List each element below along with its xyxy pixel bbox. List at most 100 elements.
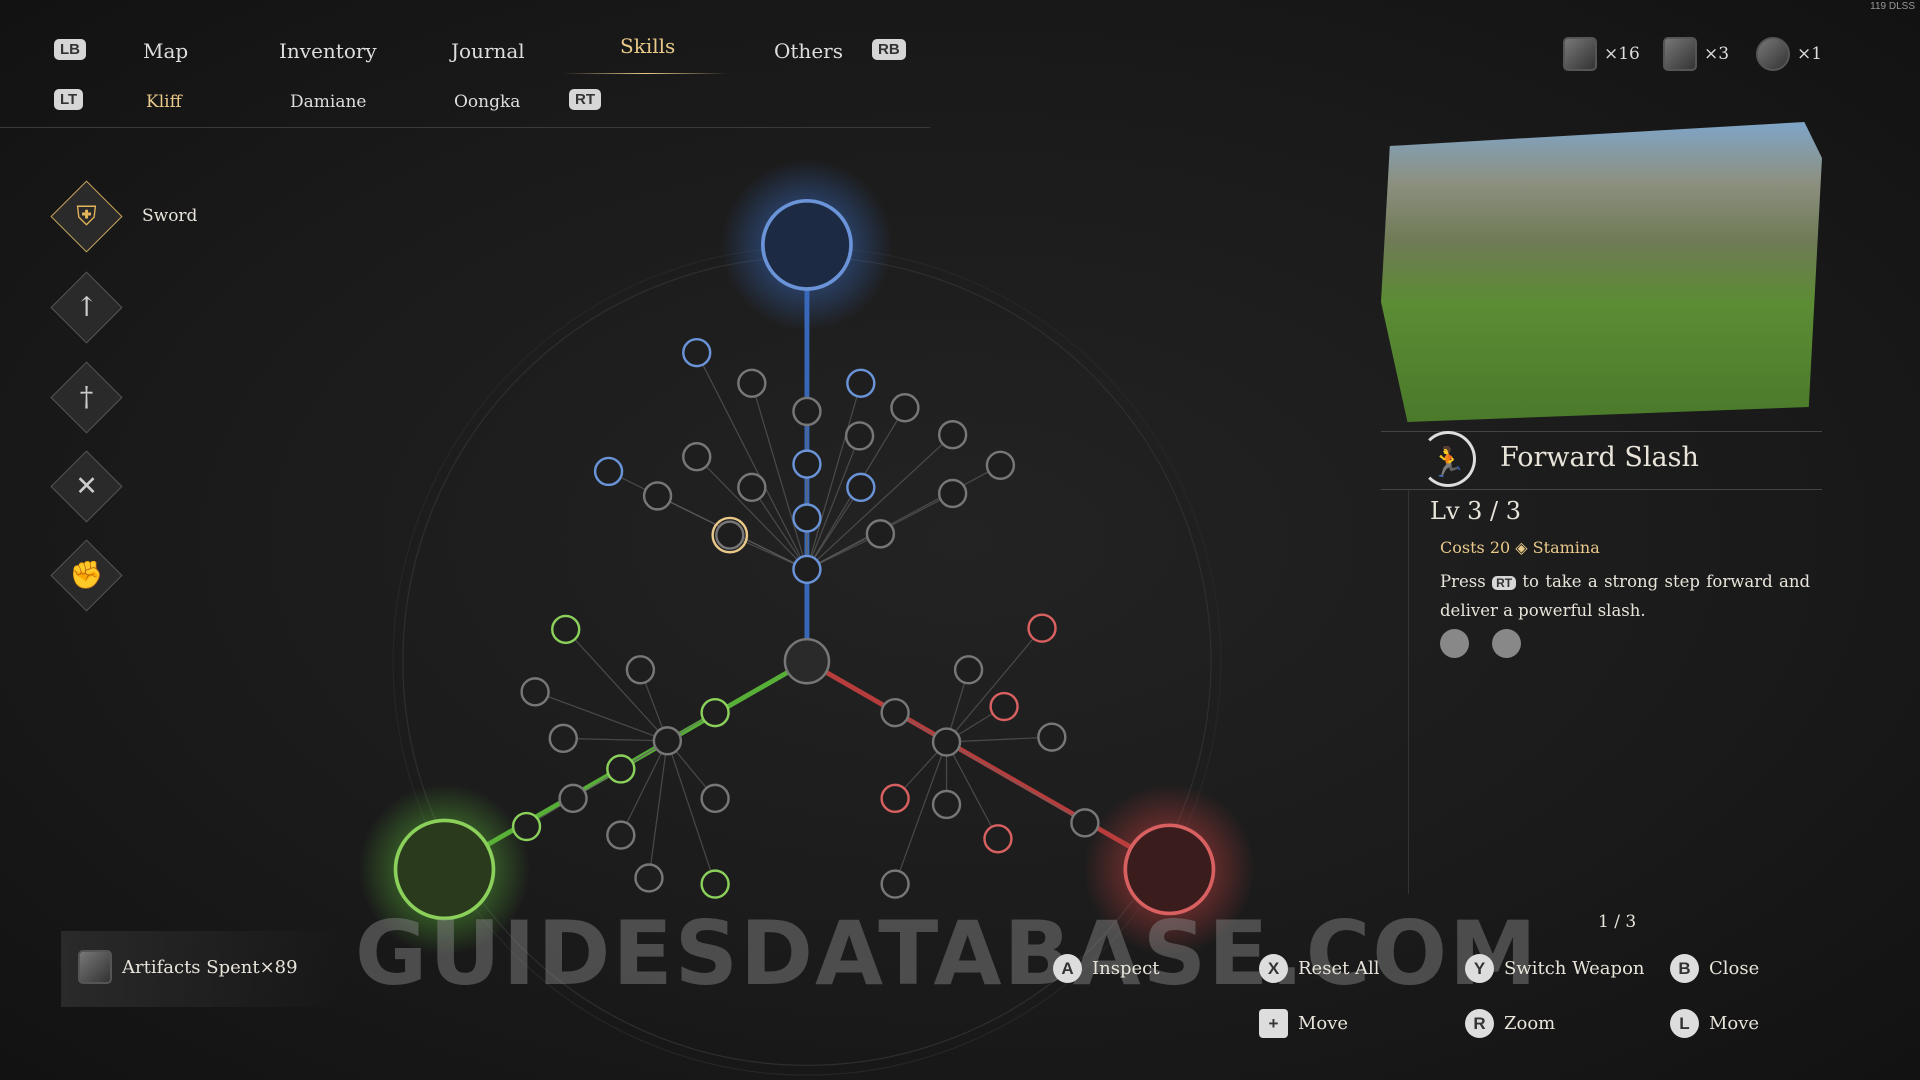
- divider: [1381, 431, 1822, 432]
- skill-node[interactable]: [551, 614, 581, 645]
- skill-node[interactable]: [700, 869, 730, 899]
- char-damiane[interactable]: Damiane: [290, 92, 367, 112]
- skill-node[interactable]: [652, 726, 683, 756]
- skill-node[interactable]: [844, 421, 875, 451]
- skill-node[interactable]: [846, 368, 876, 398]
- skill-node[interactable]: [1027, 613, 1057, 643]
- skill-link: [696, 352, 808, 570]
- skill-link: [534, 691, 668, 742]
- a-button-icon: A: [1053, 954, 1082, 983]
- skill-node[interactable]: [520, 677, 550, 707]
- currency-1: ×16: [1563, 37, 1640, 71]
- skill-node[interactable]: [634, 863, 664, 893]
- skill-node[interactable]: [642, 481, 673, 511]
- skill-link: [565, 628, 668, 742]
- skill-node[interactable]: [931, 789, 962, 820]
- tab-skills[interactable]: Skills: [620, 34, 676, 58]
- skill-node[interactable]: [625, 655, 656, 685]
- selected-skill-cursor: [711, 516, 749, 554]
- skill-link: [806, 434, 954, 570]
- skill-name: Forward Slash: [1500, 442, 1699, 473]
- char-kliff[interactable]: Kliff: [146, 92, 182, 112]
- skill-link: [946, 627, 1043, 743]
- skill-node[interactable]: [792, 503, 822, 533]
- left-stick-icon: L: [1670, 1009, 1699, 1038]
- skill-node[interactable]: [989, 691, 1019, 722]
- skill-node[interactable]: [953, 655, 984, 685]
- skill-cost: Costs 20 ◈ Stamina: [1440, 538, 1600, 557]
- skill-node[interactable]: [1037, 722, 1067, 752]
- skill-node[interactable]: [737, 368, 767, 398]
- x-button-icon: X: [1259, 954, 1288, 983]
- weapon-label: Sword: [142, 206, 198, 226]
- currency-2: ×3: [1663, 37, 1729, 71]
- tab-journal[interactable]: Journal: [451, 39, 525, 63]
- skill-node[interactable]: [715, 520, 745, 550]
- skill-node[interactable]: [606, 820, 636, 850]
- tree-emblem-icon[interactable]: [393, 818, 496, 921]
- skill-node[interactable]: [880, 869, 910, 899]
- skill-link: [751, 383, 808, 570]
- skill-node[interactable]: [983, 824, 1013, 854]
- skill-link: [946, 736, 1052, 743]
- skill-description: Press RT to take a strong step forward a…: [1440, 572, 1811, 620]
- rune-emblem-icon[interactable]: [1123, 823, 1216, 916]
- nav-divider: [0, 127, 930, 128]
- skill-node[interactable]: [931, 727, 962, 757]
- skill-link: [806, 383, 862, 570]
- skill-node[interactable]: [700, 697, 730, 728]
- stamina-icon: ◈: [1515, 538, 1528, 557]
- wolf-emblem-icon[interactable]: [761, 198, 853, 291]
- skill-node[interactable]: [865, 519, 896, 549]
- skill-link: [806, 487, 862, 570]
- hollow-cube-icon: [1663, 37, 1697, 71]
- skill-node[interactable]: [606, 754, 636, 784]
- skill-link: [946, 741, 1086, 824]
- lt-button[interactable]: LT: [54, 89, 84, 110]
- lb-button[interactable]: LB: [54, 39, 86, 60]
- tab-map[interactable]: Map: [143, 39, 189, 63]
- skill-node[interactable]: [880, 783, 910, 814]
- skill-node[interactable]: [792, 396, 822, 427]
- right-stick-icon: R: [1465, 1009, 1494, 1038]
- skill-node[interactable]: [737, 472, 767, 503]
- skill-link: [563, 737, 668, 742]
- watermark: GUIDESDATABASE.COM: [355, 902, 1539, 1005]
- skill-node[interactable]: [792, 554, 822, 585]
- skill-node[interactable]: [792, 449, 822, 479]
- skill-node[interactable]: [937, 420, 968, 450]
- skill-node[interactable]: [985, 450, 1016, 480]
- skill-node[interactable]: [890, 393, 920, 423]
- skill-node[interactable]: [880, 697, 910, 728]
- fps-counter: 119 DLSS: [1870, 1, 1915, 12]
- skill-node[interactable]: [682, 442, 712, 472]
- skill-level: Lv 3 / 3: [1430, 497, 1522, 525]
- skill-node[interactable]: [846, 472, 876, 503]
- tab-inventory[interactable]: Inventory: [279, 39, 377, 63]
- rb-button[interactable]: RB: [872, 39, 906, 60]
- skill-node[interactable]: [682, 337, 712, 368]
- tab-others[interactable]: Others: [774, 39, 843, 63]
- active-tab-underline: [563, 73, 728, 74]
- b-button-icon: B: [1670, 954, 1699, 983]
- skill-node[interactable]: [558, 783, 588, 814]
- skill-node[interactable]: [593, 456, 624, 487]
- currency-3: ×1: [1756, 37, 1822, 71]
- char-oongka[interactable]: Oongka: [454, 92, 521, 112]
- skill-node[interactable]: [548, 723, 578, 754]
- skill-link: [751, 487, 808, 570]
- move-dpad-hint: +Move: [1259, 1009, 1348, 1038]
- skill-node[interactable]: [937, 478, 968, 509]
- skill-link: [894, 741, 948, 885]
- move-icon-1: [1440, 629, 1469, 658]
- skill-preview-image: [1381, 122, 1822, 422]
- rt-button[interactable]: RT: [569, 89, 601, 110]
- skill-node[interactable]: [700, 783, 730, 814]
